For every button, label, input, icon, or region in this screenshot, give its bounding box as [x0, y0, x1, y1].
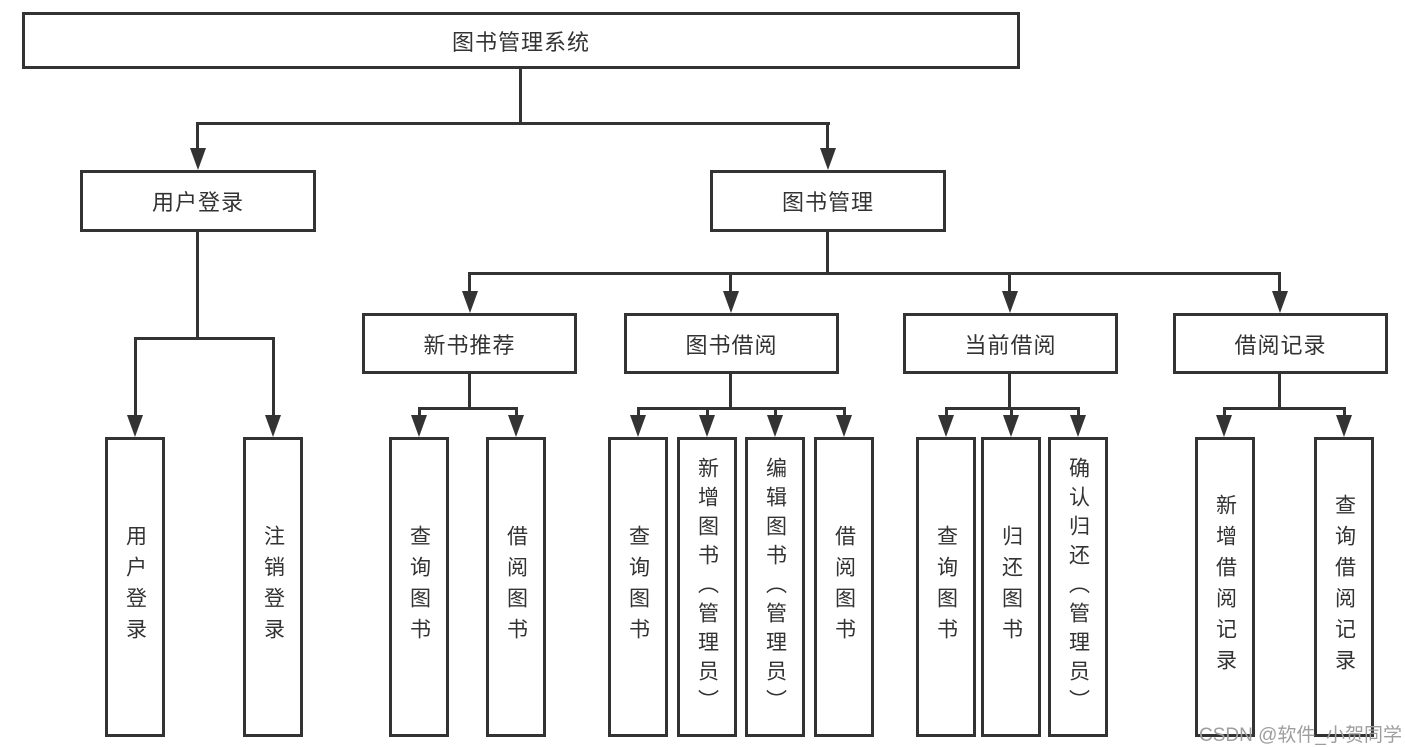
arrow-down-icon [836, 415, 852, 437]
leaf-edit-books-admin: 编辑图书（管理员） [745, 437, 805, 737]
connector-user-login-stem [196, 232, 199, 340]
arrow-down-icon [1003, 415, 1019, 437]
leaf-logout: 注销登录 [243, 437, 303, 737]
leaf-return-books: 归还图书 [981, 437, 1041, 737]
connector-drop-current-borrow [1008, 272, 1011, 295]
node-borrowing-records: 借阅记录 [1173, 313, 1388, 374]
arrow-down-icon [411, 415, 427, 437]
connector-new-book-rec-stem [468, 374, 471, 409]
connector-drop-user-login [196, 122, 199, 152]
connector-drop-nb-borrow [515, 407, 518, 419]
connector-drop-bb-query [637, 407, 640, 419]
arrow-down-icon [723, 291, 739, 313]
connector-drop-cb-query [945, 407, 948, 419]
connector-book-borrow-stem [729, 374, 732, 409]
connector-drop-br-add [1223, 407, 1226, 419]
node-book-borrowing: 图书借阅 [624, 313, 839, 374]
connector-drop-cb-confirm [1077, 407, 1080, 419]
node-new-book-recommendation: 新书推荐 [362, 313, 577, 374]
connector-drop-book-borrow [729, 272, 732, 295]
connector-drop-cb-return [1010, 407, 1013, 419]
connector-drop-book-mgmt [826, 122, 829, 152]
leaf-borrow-books-borrowing: 借阅图书 [814, 437, 874, 737]
csdn-watermark: CSDN @软件_小贺同学 [1199, 725, 1402, 746]
connector-new-book-rec-bar [418, 407, 518, 410]
connector-drop-bb-edit [774, 407, 777, 419]
leaf-user-login: 用户登录 [105, 437, 165, 737]
connector-user-login-bar [134, 337, 275, 340]
connector-borrow-record-bar [1223, 407, 1345, 410]
arrow-down-icon [767, 415, 783, 437]
connector-book-mgmt-bar [469, 272, 1281, 275]
connector-drop-borrow-record [1278, 272, 1281, 295]
node-library-management-system: 图书管理系统 [22, 12, 1020, 69]
connector-borrow-record-stem [1278, 374, 1281, 409]
connector-book-mgmt-stem [826, 232, 829, 275]
leaf-query-books-borrowing: 查询图书 [608, 437, 668, 737]
leaf-confirm-return-admin: 确认归还（管理员） [1048, 437, 1108, 737]
node-user-login: 用户登录 [80, 170, 316, 232]
connector-drop-nb-query [418, 407, 421, 419]
arrow-down-icon [820, 148, 836, 170]
connector-root-bar [197, 122, 830, 125]
arrow-down-icon [1070, 415, 1086, 437]
arrow-down-icon [190, 148, 206, 170]
leaf-borrow-books-recommend: 借阅图书 [486, 437, 546, 737]
arrow-down-icon [1272, 291, 1288, 313]
connector-drop-ul-login [134, 337, 137, 417]
leaf-query-books-current: 查询图书 [916, 437, 976, 737]
leaf-add-books-admin: 新增图书（管理员） [677, 437, 737, 737]
arrow-down-icon [1002, 291, 1018, 313]
arrow-down-icon [1216, 415, 1232, 437]
arrow-down-icon [462, 291, 478, 313]
connector-drop-bb-add [706, 407, 709, 419]
connector-drop-ul-logout [272, 337, 275, 417]
connector-current-borrow-stem [1008, 374, 1011, 409]
connector-root-stem [519, 68, 522, 125]
connector-book-borrow-bar [637, 407, 845, 410]
connector-drop-bb-borrow [843, 407, 846, 419]
arrow-down-icon [1336, 415, 1352, 437]
leaf-query-books-recommend: 查询图书 [389, 437, 449, 737]
leaf-add-borrow-record: 新增借阅记录 [1195, 437, 1255, 737]
node-current-borrowing: 当前借阅 [903, 313, 1118, 374]
arrow-down-icon [127, 415, 143, 437]
arrow-down-icon [265, 415, 281, 437]
connector-drop-new-book-rec [468, 272, 471, 295]
arrow-down-icon [508, 415, 524, 437]
arrow-down-icon [938, 415, 954, 437]
leaf-query-borrow-record: 查询借阅记录 [1314, 437, 1374, 737]
node-book-management: 图书管理 [710, 170, 946, 232]
connector-drop-br-query [1343, 407, 1346, 419]
arrow-down-icon [699, 415, 715, 437]
arrow-down-icon [630, 415, 646, 437]
